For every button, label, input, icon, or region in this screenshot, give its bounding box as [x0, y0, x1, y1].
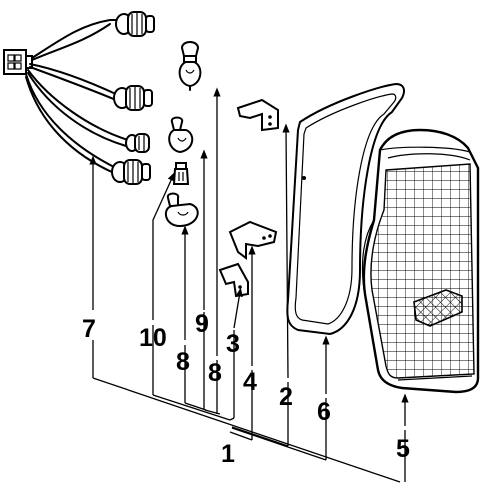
- harness-wires: [25, 19, 129, 174]
- bulb-socket-middle: [113, 85, 153, 111]
- bulb-medium: [168, 116, 194, 154]
- harness-connector: [3, 49, 33, 75]
- callout-8-left: 8: [176, 348, 190, 376]
- callout-leaders: [89, 87, 409, 483]
- tail-lamp-lens: [361, 128, 480, 394]
- wiring-harness: [3, 11, 155, 185]
- callout-numbers: 7 10 8 9 8 3 4 2 6 5 1: [82, 310, 410, 468]
- bulb-wedge-small: [172, 162, 190, 185]
- callout-8-right: 8: [208, 359, 222, 387]
- bulb-socket-top: [115, 11, 155, 37]
- callout-1: 1: [221, 440, 235, 468]
- bracket-upper: [236, 98, 279, 132]
- bulb-socket-bottom: [111, 159, 151, 185]
- callout-6: 6: [317, 398, 331, 426]
- callout-4: 4: [243, 368, 257, 396]
- callout-9: 9: [195, 310, 209, 338]
- callout-7: 7: [82, 315, 96, 343]
- bulb-large-bottom: [164, 192, 199, 228]
- bulb-large-top: [178, 41, 202, 91]
- callout-2: 2: [279, 383, 293, 411]
- callout-5: 5: [396, 435, 410, 463]
- callout-10: 10: [139, 324, 167, 352]
- callout-3: 3: [226, 330, 240, 358]
- bulb-socket-small: [125, 133, 150, 153]
- bracket-lower: [218, 262, 249, 298]
- lamp-gasket: [286, 82, 405, 336]
- bracket-middle: [228, 220, 278, 260]
